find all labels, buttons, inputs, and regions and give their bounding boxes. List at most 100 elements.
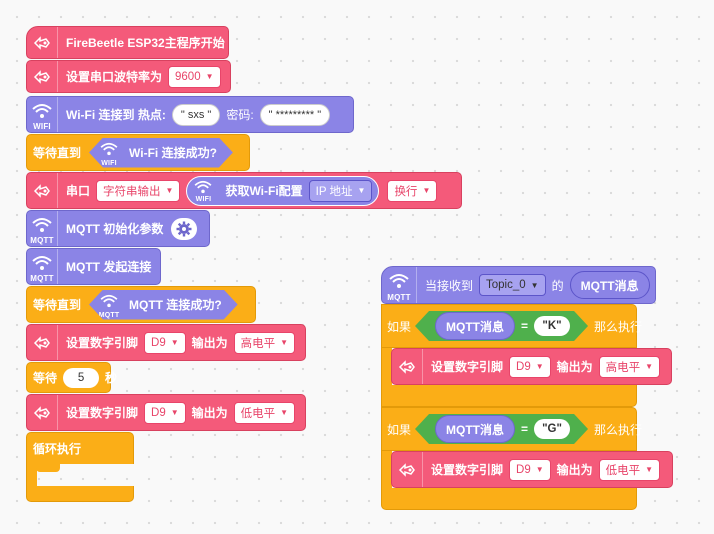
fire-beetle-icon: [27, 61, 58, 92]
wifi-icon-text: WIFI: [195, 195, 212, 203]
pin-dropdown[interactable]: D9▼: [144, 401, 186, 424]
pin-dropdown[interactable]: D9▼: [509, 355, 551, 378]
chevron-down-icon: ▼: [280, 338, 289, 347]
level-value: 低电平: [240, 407, 276, 420]
loop-notch: [36, 464, 60, 472]
if-label: 如果: [387, 422, 412, 437]
mqtt-receive-hat[interactable]: MQTT 当接收到 Topic_0▼ 的 MQTT消息: [381, 266, 656, 304]
serial-mode-dropdown[interactable]: 字符串输出 ▼: [96, 179, 181, 202]
mqtt-connect-block[interactable]: MQTT MQTT 发起连接: [26, 248, 161, 285]
pin-dropdown[interactable]: D9▼: [144, 331, 186, 354]
mqtt-icon: MQTT: [95, 290, 123, 320]
output-label: 输出为: [556, 463, 593, 477]
wifi-connected-condition[interactable]: WIFI Wi-Fi 连接成功?: [89, 138, 233, 168]
loop-arm: [26, 464, 37, 486]
get-wifi-config-block[interactable]: WIFI 获取Wi-Fi配置 IP 地址▼: [186, 175, 380, 206]
wait-label: 等待直到: [33, 298, 82, 312]
then-label: 那么执行: [594, 422, 643, 437]
mqtt-condition-label: MQTT 连接成功?: [129, 298, 222, 312]
level-value: 高电平: [605, 361, 641, 374]
loop-header: 循环执行: [26, 432, 134, 464]
pin-value: D9: [516, 360, 531, 373]
fire-beetle-icon: [27, 395, 58, 430]
mqtt-init-block[interactable]: MQTT MQTT 初始化参数: [26, 210, 210, 247]
if-footer-2: [381, 488, 637, 510]
set-pin-low-block[interactable]: 设置数字引脚 D9▼ 输出为 低电平▼: [391, 451, 673, 488]
topic-dropdown[interactable]: Topic_0 ▼: [479, 274, 546, 296]
topic-value: Topic_0: [486, 279, 526, 291]
fire-beetle-icon: [27, 27, 58, 58]
pin-value: D9: [151, 336, 166, 349]
mqtt-icon-text: MQTT: [98, 311, 120, 319]
level-dropdown[interactable]: 高电平▼: [598, 355, 661, 378]
set-pin-low-block[interactable]: 设置数字引脚 D9▼ 输出为 低电平▼: [26, 394, 306, 431]
seconds-unit: 秒: [105, 371, 118, 385]
chevron-down-icon: ▼: [357, 186, 366, 195]
level-dropdown[interactable]: 高电平 ▼: [233, 331, 296, 354]
gear-icon[interactable]: [171, 217, 198, 240]
ssid-input[interactable]: " sxs ": [171, 103, 221, 126]
mqtt-message-reporter[interactable]: MQTT消息: [569, 271, 650, 299]
level-dropdown[interactable]: 低电平 ▼: [598, 458, 661, 481]
equals-sign: =: [521, 422, 529, 436]
start-block[interactable]: FireBeetle ESP32主程序开始: [26, 26, 229, 59]
wifi-connect-block[interactable]: WIFI Wi-Fi 连接到 热点: " sxs " 密码: " *******…: [26, 96, 354, 133]
pin-dropdown[interactable]: D9 ▼: [509, 458, 551, 481]
password-input[interactable]: " ********* ": [259, 103, 331, 126]
chevron-down-icon: ▼: [535, 465, 544, 474]
mqtt-icon-text: MQTT: [30, 274, 54, 283]
chevron-down-icon: ▼: [280, 408, 289, 417]
ip-dropdown[interactable]: IP 地址 ▼: [308, 179, 373, 202]
serial-label: 串口: [66, 184, 91, 198]
mqtt-connected-condition[interactable]: MQTT MQTT 连接成功?: [89, 290, 238, 320]
set-pin-high-block[interactable]: 设置数字引脚 D9▼ 输出为 高电平▼: [391, 348, 672, 385]
wait-label: 等待直到: [33, 146, 82, 160]
forever-loop-block[interactable]: 循环执行: [26, 432, 134, 502]
equals-sign: =: [521, 319, 529, 333]
mqtt-connect-label: MQTT 发起连接: [66, 260, 152, 274]
serial-print-block[interactable]: 串口 字符串输出▼ WIFI 获取Wi-Fi配置 IP 地址▼ 换行▼: [26, 172, 462, 209]
serial-mode-value: 字符串输出: [103, 185, 161, 198]
newline-value: 换行: [394, 185, 418, 198]
set-pin-high-block[interactable]: 设置数字引脚 D9▼ 输出为 高电平 ▼: [26, 324, 306, 361]
equals-condition-1[interactable]: MQTT消息 = "K": [415, 311, 588, 341]
fire-beetle-icon: [27, 173, 58, 208]
pin-value: D9: [516, 463, 531, 476]
then-label: 那么执行: [594, 319, 643, 334]
wifi-icon-text: WIFI: [33, 122, 51, 131]
if-block-1[interactable]: 如果 MQTT消息 = "K" 那么执行: [381, 304, 642, 348]
mqtt-icon-text: MQTT: [30, 236, 54, 245]
wait-seconds-block[interactable]: 等待 5 秒: [26, 362, 117, 393]
if-footer-1: [381, 385, 637, 407]
level-dropdown[interactable]: 低电平 ▼: [233, 401, 296, 424]
set-pin-label: 设置数字引脚: [66, 336, 139, 350]
wait-wifi-block[interactable]: 等待直到 WIFI Wi-Fi 连接成功?: [26, 134, 250, 171]
output-label: 输出为: [191, 336, 228, 350]
wait-label: 等待: [33, 371, 58, 385]
chevron-down-icon: ▼: [530, 280, 539, 290]
if-block-2[interactable]: 如果 MQTT消息 = "G" 那么执行: [381, 407, 642, 451]
chevron-down-icon: ▼: [205, 72, 214, 81]
baud-dropdown[interactable]: 9600▼: [168, 65, 221, 88]
chevron-down-icon: ▼: [165, 186, 174, 195]
wifi-icon-text: WIFI: [101, 159, 117, 167]
level-value: 低电平: [605, 464, 641, 477]
set-baud-label: 设置串口波特率为: [66, 70, 163, 84]
compare-value-input[interactable]: "G": [534, 419, 570, 439]
compare-value-input[interactable]: "K": [534, 316, 570, 336]
output-label: 输出为: [191, 406, 228, 420]
pin-value: D9: [151, 406, 166, 419]
level-value: 高电平: [240, 337, 276, 350]
equals-condition-2[interactable]: MQTT消息 = "G": [415, 414, 588, 444]
seconds-input[interactable]: 5: [63, 367, 100, 388]
loop-footer: [26, 486, 134, 502]
set-baud-block[interactable]: 设置串口波特率为 9600▼: [26, 60, 231, 93]
chevron-down-icon: ▼: [422, 186, 431, 195]
set-pin-label: 设置数字引脚: [431, 360, 504, 374]
mqtt-message-reporter: MQTT消息: [435, 415, 515, 443]
chevron-down-icon: ▼: [645, 465, 654, 474]
wait-mqtt-block[interactable]: 等待直到 MQTT MQTT 连接成功?: [26, 286, 256, 323]
wifi-icon: WIFI: [189, 178, 217, 204]
ip-value: IP 地址: [315, 185, 353, 198]
newline-dropdown[interactable]: 换行 ▼: [387, 179, 438, 202]
